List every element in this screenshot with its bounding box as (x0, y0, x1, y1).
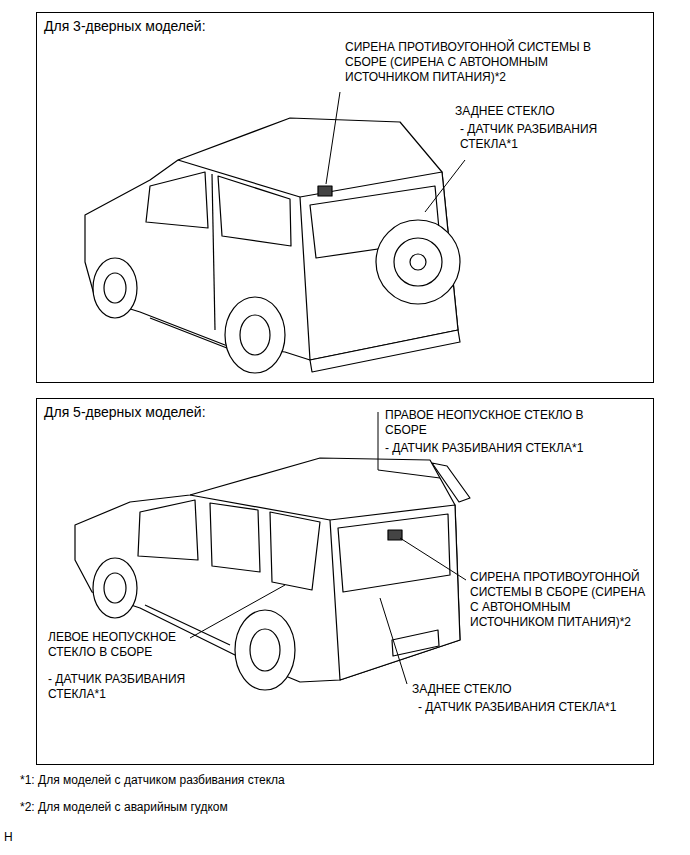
side-window (146, 172, 208, 228)
side-window (210, 503, 260, 572)
side-window (138, 500, 198, 560)
callout-label: ЗАДНЕЕ СТЕКЛО (455, 104, 605, 119)
callout-label: - ДАТЧИК РАЗБИВАНИЯ СТЕКЛА*1 (460, 122, 620, 152)
footnote: *2: Для моделей с аварийным гудком (20, 800, 660, 815)
callout-label: ЗАДНЕЕ СТЕКЛО (412, 682, 562, 697)
vehicle-3-door (85, 118, 460, 373)
right-quarter-glass (432, 463, 470, 502)
wheel (235, 610, 295, 690)
callout-label: СИРЕНА ПРОТИВОУГОННОЙ СИСТЕМЫ В СБОРЕ (С… (470, 570, 650, 630)
leader-line (326, 92, 340, 184)
siren-symbol (318, 186, 332, 196)
callout-label: СИРЕНА ПРОТИВОУГОННОЙ СИСТЕМЫ В СБОРЕ (С… (345, 40, 610, 85)
side-step (150, 318, 232, 350)
footnote: *1: Для моделей с датчиком разбивания ст… (20, 773, 660, 788)
leader-line (400, 538, 466, 580)
wheel (225, 297, 285, 373)
side-window (218, 176, 291, 246)
wheel (93, 558, 137, 618)
panel-heading: Для 5-дверных моделей: (44, 404, 206, 421)
leader-line (190, 585, 285, 638)
callout-label: ПРАВОЕ НЕОПУСКНОЕ СТЕКЛО В СБОРЕ (385, 408, 595, 438)
wheel (93, 258, 137, 318)
callout-label: ЛЕВОЕ НЕОПУСКНОЕ СТЕКЛО В СБОРЕ (48, 630, 218, 660)
wheel-rim (104, 573, 126, 603)
wheel-rim (104, 273, 126, 303)
spare-tire (376, 220, 460, 304)
callout-label: - ДАТЧИК РАЗБИВАНИЯ СТЕКЛА*1 (418, 700, 628, 715)
leader-lines (326, 92, 465, 212)
left-quarter-glass (270, 512, 320, 590)
leader-line (425, 160, 465, 212)
spare-tire-hub (410, 254, 426, 270)
callout-label: - ДАТЧИК РАЗБИВАНИЯ СТЕКЛА*1 (385, 441, 595, 456)
callout-label: - ДАТЧИК РАЗБИВАНИЯ СТЕКЛА*1 (48, 672, 213, 702)
rear-door (330, 505, 460, 680)
bumper (310, 330, 460, 372)
panel-heading: Для 3-дверных моделей: (44, 18, 206, 35)
wheel-rim (240, 315, 270, 355)
figure-code: H (4, 830, 44, 845)
spare-tire-rim (394, 238, 442, 286)
door-line (212, 174, 215, 330)
leader-line (380, 598, 407, 684)
rear-glass (338, 514, 450, 592)
wheel-rim (250, 629, 280, 671)
license-plate (392, 630, 439, 656)
